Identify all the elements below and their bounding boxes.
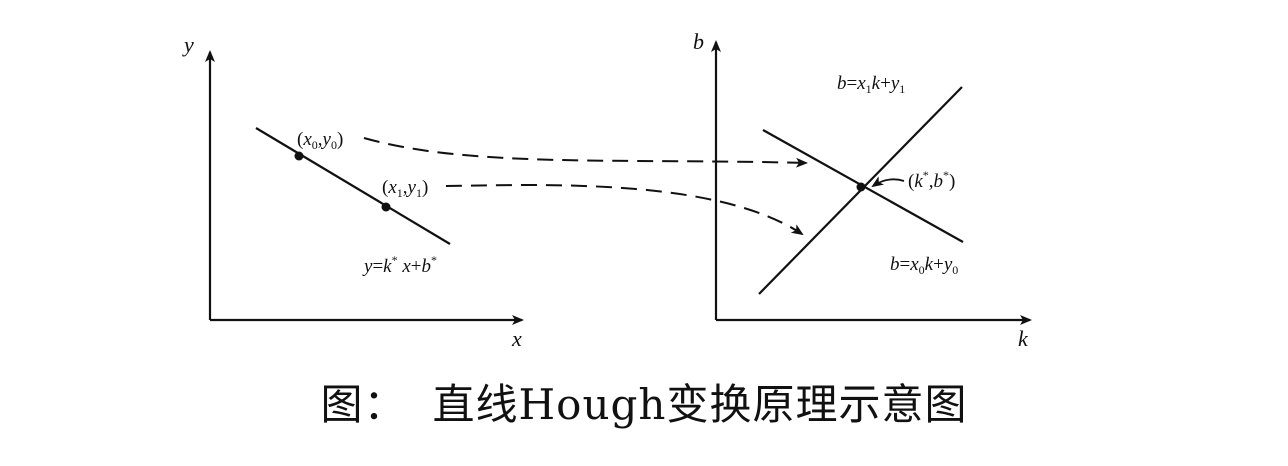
left-y-axis-label: y xyxy=(182,32,194,57)
parameter-line0-equation: b=x0k+y0 xyxy=(890,254,958,277)
image-space-plot: y x (x0,y0) (x1,y1) y=k* x+b* xyxy=(182,32,524,351)
left-x-axis-label: x xyxy=(511,326,522,351)
image-space-line xyxy=(255,127,451,245)
point0-label: (x0,y0) xyxy=(297,129,343,152)
mapping-arrow-point1 xyxy=(445,184,804,236)
intersection-label: (k*,b*) xyxy=(908,168,955,192)
parameter-line1-equation: b=x1k+y1 xyxy=(837,73,905,96)
image-line-equation: y=k* x+b* xyxy=(362,253,437,277)
point1-label: (x1,y1) xyxy=(382,177,428,200)
figure-caption: 图： 直线Hough变换原理示意图 xyxy=(0,370,1288,440)
parameter-space-plot: b k b=x1k+y1 (k*,b*) b=x0k+y0 xyxy=(693,29,1032,351)
caption-prefix: 图： xyxy=(320,380,407,429)
intersection-point xyxy=(856,182,866,192)
right-k-axis-label: k xyxy=(1018,326,1029,351)
point-x0-y0 xyxy=(294,151,304,161)
caption-title: 直线Hough变换原理示意图 xyxy=(432,380,968,429)
point-x1-y1 xyxy=(381,202,391,212)
mapping-arrows xyxy=(363,137,808,236)
intersection-pointer xyxy=(871,176,905,188)
mapping-arrow-point0 xyxy=(363,137,808,168)
right-b-axis-label: b xyxy=(693,29,704,54)
